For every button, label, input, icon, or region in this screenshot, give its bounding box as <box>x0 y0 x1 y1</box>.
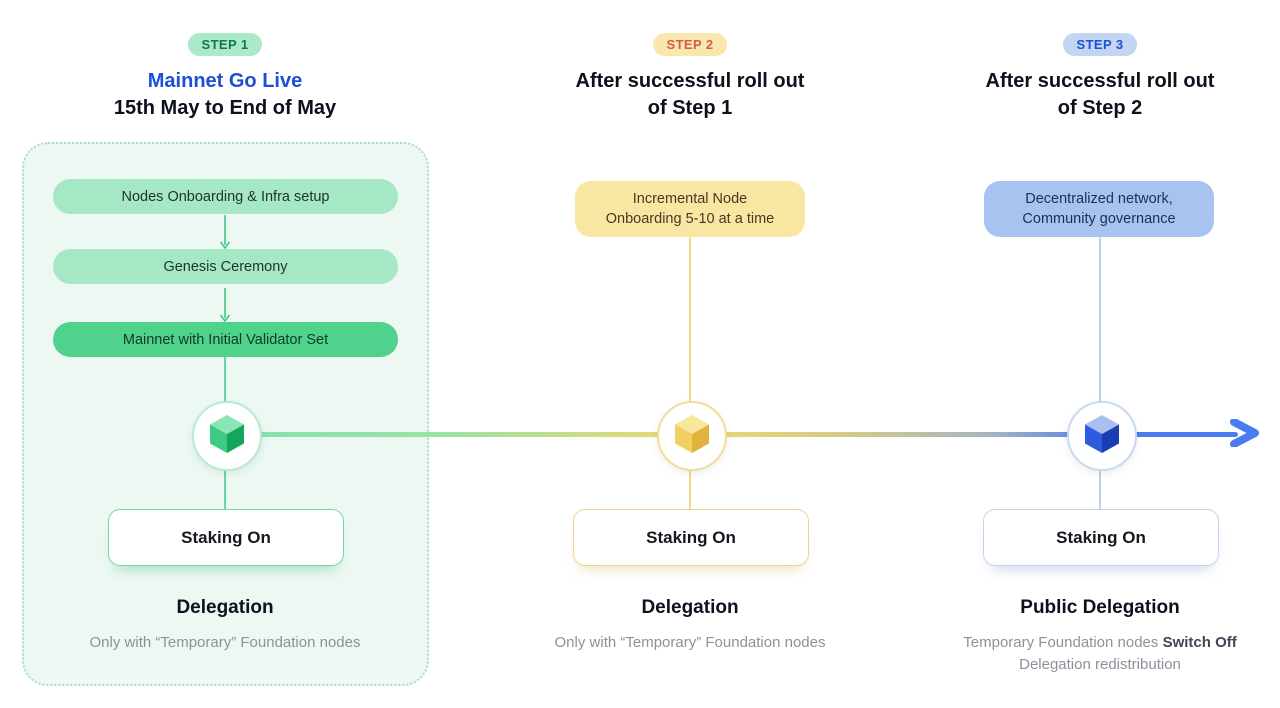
step1-pill-mainnet-validator-set: Mainnet with Initial Validator Set <box>53 322 398 357</box>
step1-subtitle: 15th May to End of May <box>113 97 337 119</box>
step1-pill-genesis-ceremony: Genesis Ceremony <box>53 249 398 284</box>
step2-title-line1: After successful roll out <box>575 70 805 92</box>
step1-delegation-note: Only with “Temporary” Foundation nodes <box>89 634 361 651</box>
step1-pill-nodes-onboarding: Nodes Onboarding & Infra setup <box>53 179 398 214</box>
step3-title-line1: After successful roll out <box>985 70 1215 92</box>
step2-header: STEP 2 After successful roll out of Step… <box>530 33 850 122</box>
step1-badge: STEP 1 <box>187 33 263 56</box>
step2-staking-box: Staking On <box>573 509 809 566</box>
step3-note-line1: Temporary Foundation nodes Switch Off <box>963 634 1237 651</box>
step3-pill-decentralized-network: Decentralized network, Community governa… <box>984 181 1214 237</box>
step1-header: STEP 1 Mainnet Go Live 15th May to End o… <box>65 33 385 122</box>
step2-title-line2: of Step 1 <box>647 97 733 119</box>
step1-delegation-title: Delegation <box>176 597 274 618</box>
step3-milestone-node <box>1067 401 1137 471</box>
step3-delegation-title: Public Delegation <box>1020 597 1180 618</box>
step2-delegation-title: Delegation <box>641 597 739 618</box>
down-arrow-icon <box>218 288 232 327</box>
step3-delegation-note: Temporary Foundation nodes Switch Off De… <box>890 632 1280 676</box>
step2-pill-incremental-node: Incremental Node Onboarding 5-10 at a ti… <box>575 181 805 237</box>
step3-vertical-connector <box>1099 235 1101 509</box>
step1-staking-box: Staking On <box>108 509 344 566</box>
switch-off-emphasis: Switch Off <box>1162 634 1237 651</box>
step2-badge: STEP 2 <box>652 33 728 56</box>
step2-delegation-note: Only with “Temporary” Foundation nodes <box>554 634 826 651</box>
cube-icon <box>673 413 711 460</box>
timeline-gradient-line <box>225 432 1238 437</box>
arrow-right-icon <box>1226 418 1266 452</box>
step3-note-line2: Delegation redistribution <box>1019 656 1181 673</box>
down-arrow-icon <box>218 215 232 254</box>
step3-title-line2: of Step 2 <box>1057 97 1143 119</box>
step3-staking-box: Staking On <box>983 509 1219 566</box>
step3-badge: STEP 3 <box>1062 33 1138 56</box>
step3-header: STEP 3 After successful roll out of Step… <box>940 33 1260 122</box>
cube-icon <box>1083 413 1121 460</box>
step1-milestone-node <box>192 401 262 471</box>
step2-vertical-connector <box>689 235 691 509</box>
step2-milestone-node <box>657 401 727 471</box>
cube-icon <box>208 413 246 460</box>
step1-title: Mainnet Go Live <box>147 70 303 92</box>
